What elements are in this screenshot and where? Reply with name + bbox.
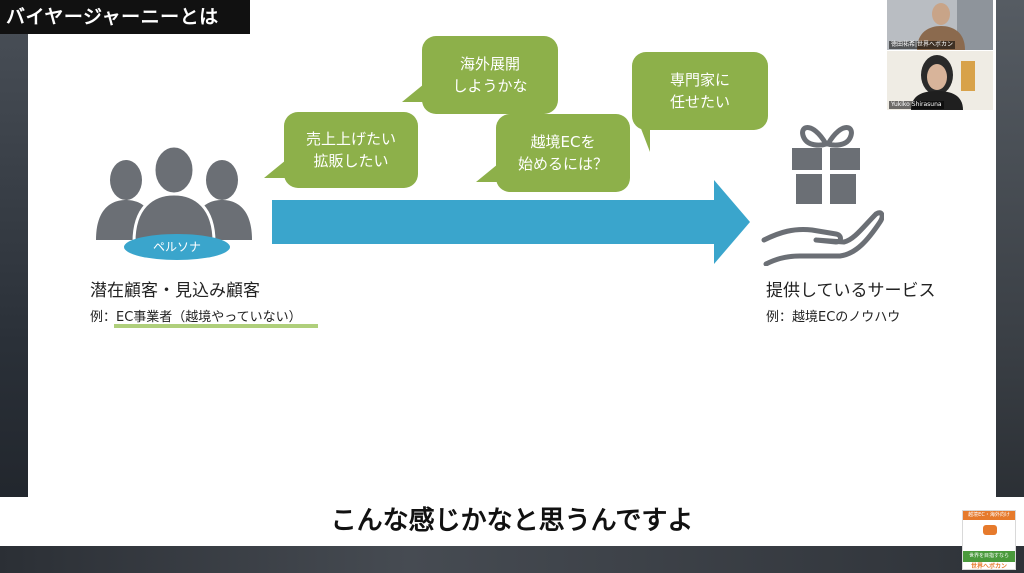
service-example: 例：越境ECのノウハウ [766, 310, 901, 325]
gift-hand-icon [761, 125, 884, 266]
participant-avatar [887, 0, 993, 50]
background-bottom [0, 546, 1024, 573]
bubble-crossborder: 越境ECを 始めるには？ [496, 114, 630, 192]
journey-arrow-shaft [272, 200, 716, 244]
bubble-overseas: 海外展開 しようかな [422, 36, 558, 114]
service-heading: 提供しているサービス [766, 281, 936, 301]
bubble-crossborder-tail [476, 164, 498, 182]
background-right [996, 0, 1024, 573]
bubble-sales-tail [264, 160, 286, 178]
participant-name: 徳田祐希|世界へボカン [889, 41, 956, 49]
customer-heading: 潜在顧客・見込み顧客 [90, 281, 260, 301]
customer-example: 例：EC事業者（越境やっていない） [90, 310, 302, 325]
logo-top-text: 越境EC・海外向けWeb [963, 511, 1015, 527]
logo-mid-text: 世界を目指すなら [963, 551, 1015, 562]
slide-title: バイヤージャーニーとは [0, 0, 250, 34]
journey-arrow-head [714, 180, 750, 264]
bubble-overseas-tail [402, 84, 424, 102]
video-tile-participant-2[interactable]: Yukiko Shirasuna [887, 51, 993, 110]
participant-name: Yukiko Shirasuna [889, 101, 944, 109]
caption-bar [0, 497, 1024, 546]
bubble-expert: 専門家に 任せたい [632, 52, 768, 130]
persona-label: ペルソナ [124, 234, 230, 260]
persona-group-icon [96, 144, 252, 242]
bubble-expert-tail [640, 126, 650, 152]
chat-bubble-icon [983, 525, 997, 535]
highlight-underline [114, 324, 318, 328]
video-tile-participant-1[interactable]: 徳田祐希|世界へボカン [887, 0, 993, 50]
channel-logo: 越境EC・海外向けWeb 世界を目指すなら 世界へボカン [962, 510, 1016, 570]
background-left [0, 0, 28, 573]
bubble-sales: 売上上げたい 拡販したい [284, 112, 418, 188]
logo-bottom-text: 世界へボカン [970, 563, 1007, 570]
subtitle-caption: こんな感じかなと思うんですよ [330, 506, 694, 536]
